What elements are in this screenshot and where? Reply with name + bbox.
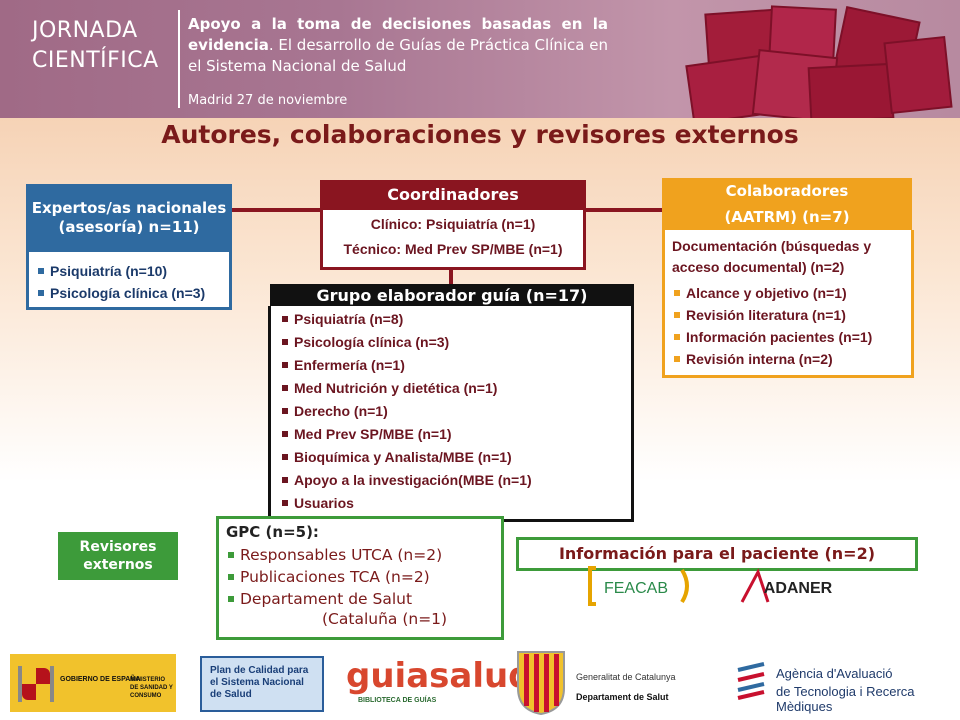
subtitle-bold: Apoyo a la toma de decisiones basadas en… (188, 15, 608, 54)
grupo-list: Psiquiatría (n=8) Psicología clínica (n=… (280, 308, 532, 515)
aatrm-line-2: de Tecnologia i Recerca Mèdiques (776, 684, 915, 714)
connector-coord-grupo (449, 270, 453, 286)
list-item: Publicaciones TCA (n=2) (226, 566, 442, 588)
revisores-label-text: Revisores externos (79, 539, 157, 573)
gpc-list: Responsables UTCA (n=2) Publicaciones TC… (226, 544, 442, 610)
list-item: Usuarios (280, 492, 532, 515)
list-item: Med Nutrición y dietética (n=1) (280, 377, 532, 400)
expertos-header: Expertos/as nacionales (asesoría) n=11) (26, 184, 232, 252)
colab-list: Alcance y objetivo (n=1) Revisión litera… (672, 282, 872, 370)
list-item: Psiquiatría (n=8) (280, 308, 532, 331)
colab-title-1: Colaboradores (725, 182, 849, 200)
list-item: Derecho (n=1) (280, 400, 532, 423)
grupo-header: Grupo elaborador guía (n=17) (270, 284, 634, 308)
gpc-title: GPC (n=5): (226, 523, 319, 541)
header-date: Madrid 27 de noviembre (188, 93, 348, 108)
list-item: Responsables UTCA (n=2) (226, 544, 442, 566)
aatrm-mark-icon (737, 662, 765, 700)
list-item: Información pacientes (n=1) (672, 326, 872, 348)
event-line-2: CIENTÍFICA (32, 48, 159, 73)
expertos-list: Psiquiatría (n=10) Psicología clínica (n… (36, 260, 205, 304)
coord-line: Técnico: Med Prev SP/MBE (n=1) (343, 241, 563, 257)
feacab-text: FEACAB (604, 580, 668, 597)
catalunya-shield-icon (517, 651, 565, 716)
colaboradores-box (662, 230, 914, 378)
plan-calidad-text: Plan de Calidad para el Sistema Nacional… (210, 665, 309, 700)
gobierno-text: GOBIERNO DE ESPAÑA (60, 676, 141, 683)
coord-line: Clínico: Psiquiatría (n=1) (370, 216, 536, 232)
guiasalud-sub: BIBLIOTECA DE GUÍAS (358, 697, 437, 704)
list-item: Bioquímica y Analista/MBE (n=1) (280, 446, 532, 469)
adaner-text: ADANER (764, 580, 833, 597)
coordinadores-lines: Clínico: Psiquiatría (n=1) Técnico: Med … (320, 212, 586, 262)
colaboradores-header: Colaboradores (AATRM) (n=7) (662, 178, 912, 230)
plan-calidad-logo (200, 656, 324, 712)
subtitle-rest: . El desarrollo de Guías de Práctica Clí… (188, 36, 608, 75)
connector-coord-colab (586, 208, 662, 212)
gencat-text: Generalitat de Catalunya (576, 672, 676, 682)
header-divider (178, 10, 180, 108)
ministerio-text: MINISTERIO DE SANIDAD Y CONSUMO (130, 677, 173, 699)
gpc-last-line: (Cataluña (n=1) (322, 610, 448, 628)
list-item: Psiquiatría (n=10) (36, 260, 205, 282)
list-item: Revisión interna (n=2) (672, 348, 872, 370)
list-item: Alcance y objetivo (n=1) (672, 282, 872, 304)
list-item: Psicología clínica (n=3) (36, 282, 205, 304)
revisores-label: Revisores externos (58, 532, 178, 580)
list-item: Psicología clínica (n=3) (280, 331, 532, 354)
gpc-box (216, 516, 504, 640)
guide-books-image (685, 5, 953, 118)
connector-expertos-coord (232, 208, 320, 212)
list-item: Departament de Salut (226, 588, 442, 610)
aatrm-line-1: Agència d'Avaluació (776, 666, 893, 681)
feacab-logo: FEACAB (588, 566, 689, 606)
colab-title-2: (AATRM) (n=7) (724, 208, 850, 226)
spain-shield-icon (18, 666, 54, 702)
expertos-title: Expertos/as nacionales (asesoría) n=11) (31, 199, 227, 236)
info-paciente-box: Información para el paciente (n=2) (516, 537, 918, 571)
list-item: Apoyo a la investigación(MBE (n=1) (280, 469, 532, 492)
guiasalud-logo: guiasalud (346, 656, 533, 696)
header-subtitle: Apoyo a la toma de decisiones basadas en… (188, 14, 608, 77)
event-name: JORNADA CIENTÍFICA (32, 16, 159, 76)
grupo-box (268, 306, 634, 522)
adaner-logo: ADANER (740, 568, 833, 603)
event-line-1: JORNADA (32, 18, 138, 43)
list-item: Enfermería (n=1) (280, 354, 532, 377)
list-item: Med Prev SP/MBE (n=1) (280, 423, 532, 446)
coordinadores-box (320, 210, 586, 270)
departament-text: Departament de Salut (576, 692, 669, 702)
expertos-box (26, 252, 232, 310)
list-item: Revisión literatura (n=1) (672, 304, 872, 326)
colab-intro: Documentación (búsquedas y acceso docume… (672, 238, 872, 275)
page-title: Autores, colaboraciones y revisores exte… (161, 120, 799, 149)
coordinadores-header: Coordinadores (320, 180, 586, 210)
